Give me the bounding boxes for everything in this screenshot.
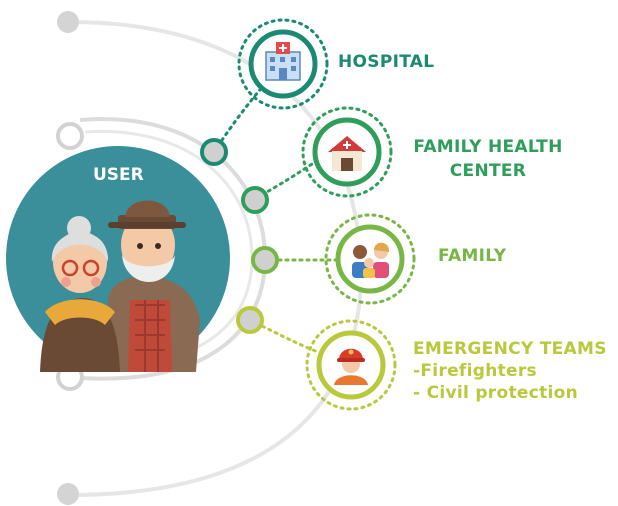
- node-emergency-teams: [305, 319, 397, 411]
- hospital-label: HOSPITAL: [338, 52, 435, 72]
- connector-node-hospital: [200, 138, 228, 166]
- family-label: FAMILY: [438, 246, 507, 266]
- family-health-center-label-line-2: CENTER: [449, 161, 527, 181]
- node-family-health-center: [301, 106, 393, 198]
- health-center-house-icon: [328, 136, 366, 171]
- arc-bottom-dot: [57, 483, 79, 505]
- node-hospital: [237, 18, 329, 110]
- hospital-building-icon: [265, 42, 301, 81]
- node-family: [324, 213, 416, 305]
- connector-node-fhc: [241, 186, 269, 214]
- emergency-teams-item-firefighters: -Firefighters: [413, 361, 537, 381]
- inner-arc-top-node: [56, 122, 84, 150]
- user-label: USER: [93, 165, 144, 185]
- firefighter-icon: [334, 348, 368, 385]
- family-health-center-label-line-1: FAMILY HEALTH: [413, 137, 563, 157]
- family-health-center-label: FAMILY HEALTH CENTER: [408, 135, 568, 183]
- arc-top-dot: [57, 11, 79, 33]
- family-icon: [352, 242, 390, 278]
- elderly-couple-illustration: [40, 200, 200, 372]
- connector-node-family: [251, 246, 279, 274]
- emergency-teams-label: EMERGENCY TEAMS -Firefighters - Civil pr…: [413, 338, 607, 404]
- emergency-teams-title: EMERGENCY TEAMS: [413, 339, 607, 359]
- connector-node-emergency: [236, 306, 264, 334]
- emergency-teams-item-civil-protection: - Civil protection: [413, 383, 579, 403]
